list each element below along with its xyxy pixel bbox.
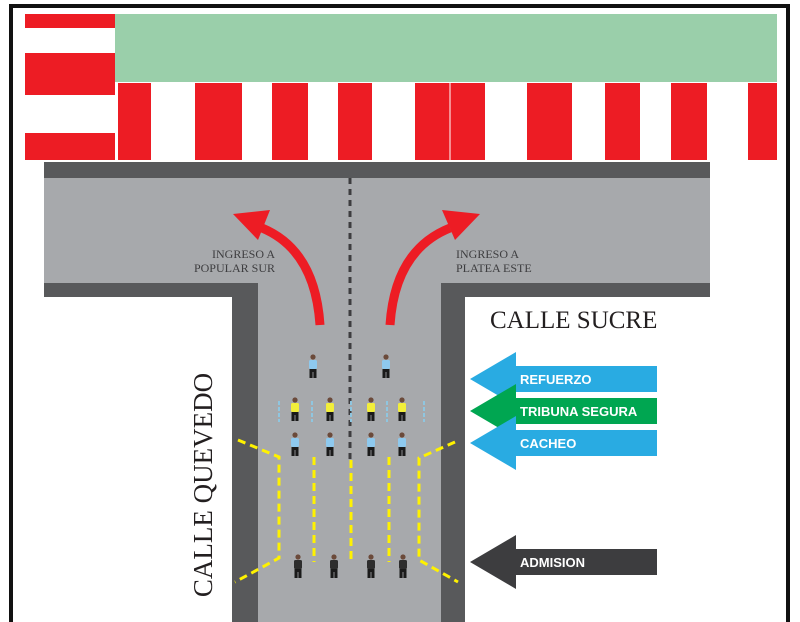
stage-arrow-cacheo: CACHEO <box>470 416 657 470</box>
stage-arrow-refuerzo: REFUERZO <box>470 352 657 406</box>
stage-label: REFUERZO <box>520 372 592 387</box>
stand-stripes-top <box>115 83 777 160</box>
officer-icon <box>309 354 317 378</box>
street-name-quevedo: CALLE QUEVEDO <box>188 373 218 597</box>
entry-arrow-left <box>260 223 325 326</box>
officer-icon <box>291 432 299 456</box>
officers <box>291 354 407 578</box>
officer-icon <box>367 397 375 421</box>
street-name-sucre: CALLE SUCRE <box>490 307 657 334</box>
label-ingreso-popular-1: INGRESO A <box>212 247 275 261</box>
officer-icon <box>398 397 406 421</box>
barriers <box>278 401 425 422</box>
arrowhead-left <box>233 210 270 240</box>
stand-stripes-left <box>25 14 115 160</box>
officer-icon <box>382 354 390 378</box>
officer-icon <box>399 554 407 578</box>
arrowhead-right <box>442 210 480 240</box>
officer-icon <box>326 397 334 421</box>
officer-icon <box>367 554 375 578</box>
road <box>44 162 710 622</box>
officer-icon <box>367 432 375 456</box>
officer-icon <box>330 554 338 578</box>
queue-lanes <box>234 438 459 584</box>
entry-arrow-right <box>385 223 452 326</box>
officer-icon <box>398 432 406 456</box>
stage-label: CACHEO <box>520 436 576 451</box>
label-ingreso-popular-2: POPULAR SUR <box>194 261 275 275</box>
pitch-area <box>115 14 777 82</box>
officer-icon <box>326 432 334 456</box>
label-ingreso-platea-2: PLATEA ESTE <box>456 261 532 275</box>
stage-label: ADMISION <box>520 555 585 570</box>
officer-icon <box>291 397 299 421</box>
officer-icon <box>294 554 302 578</box>
stage-label: TRIBUNA SEGURA <box>520 404 638 419</box>
stage-arrow-admision: ADMISION <box>470 535 657 589</box>
stage-arrow-tribuna-segura: TRIBUNA SEGURA <box>470 384 657 438</box>
label-ingreso-platea-1: INGRESO A <box>456 247 519 261</box>
